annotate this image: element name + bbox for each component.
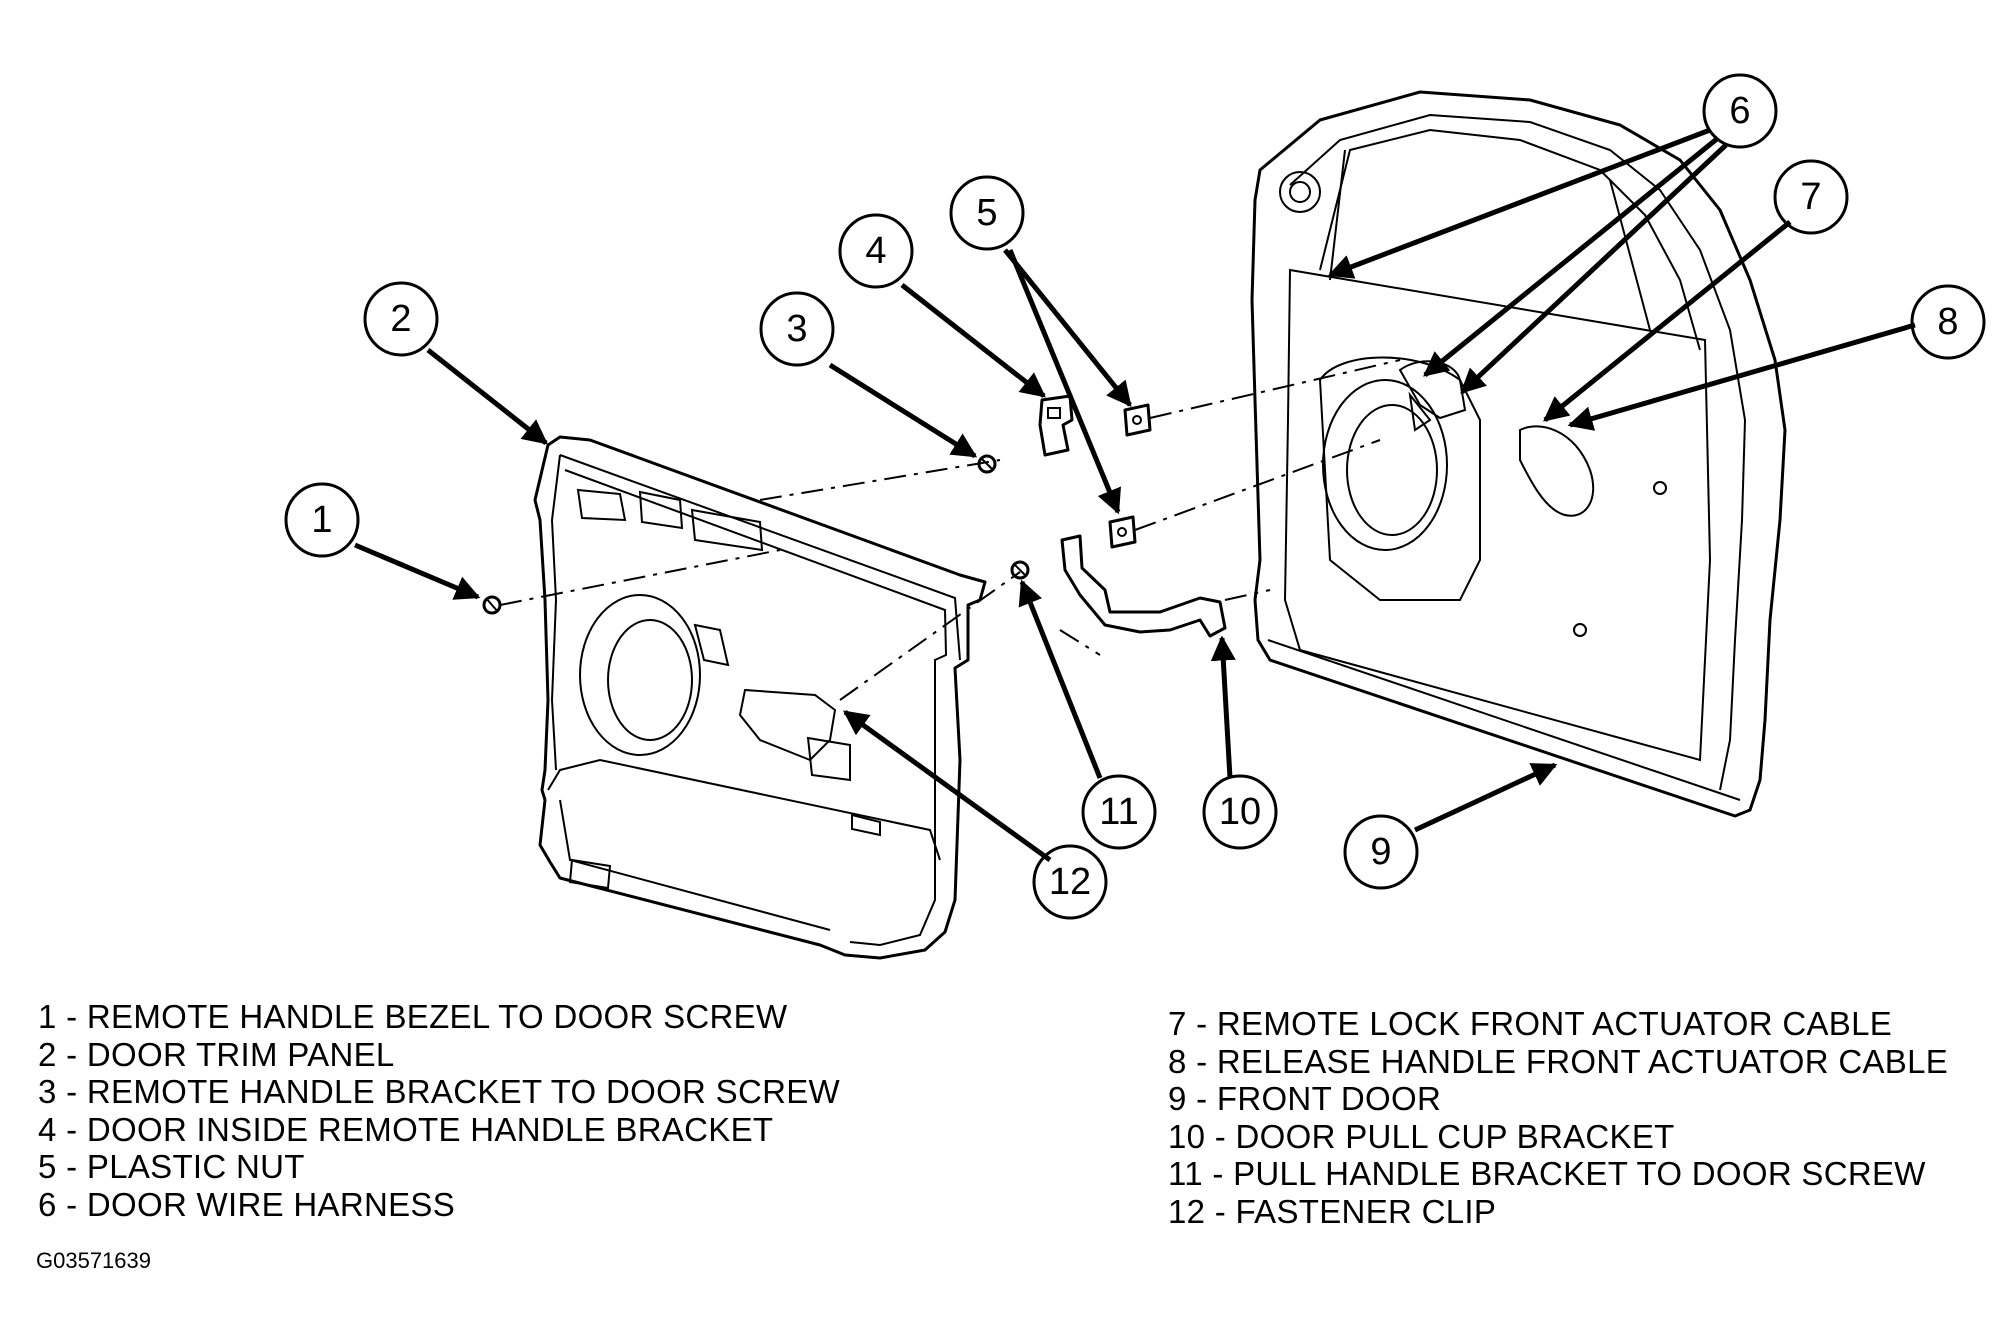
callout-12-label: 12 — [1049, 861, 1091, 903]
callout-9-label: 9 — [1370, 831, 1391, 873]
callout-11-label: 11 — [1099, 791, 1138, 833]
plastic-nut-lower — [1108, 515, 1137, 549]
callout-7-label: 7 — [1800, 176, 1821, 218]
legend-item-4: 4 - DOOR INSIDE REMOTE HANDLE BRACKET — [38, 1110, 774, 1148]
legend-item-5: 5 - PLASTIC NUT — [38, 1148, 305, 1185]
callout-4-label: 4 — [865, 230, 886, 272]
bezel-screw — [482, 595, 502, 615]
callout-10-label: 10 — [1219, 791, 1261, 833]
callout-2: 2 — [363, 281, 439, 357]
callout-8-label: 8 — [1937, 301, 1958, 343]
legend-item-1: 1 - REMOTE HANDLE BEZEL TO DOOR SCREW — [38, 998, 788, 1035]
legend-item-10: 10 - DOOR PULL CUP BRACKET — [1168, 1117, 1675, 1155]
legend-left: 1 - REMOTE HANDLE BEZEL TO DOOR SCREW 2 … — [38, 998, 840, 1223]
callout-10: 10 — [1202, 774, 1278, 850]
legend-item-7: 7 - REMOTE LOCK FRONT ACTUATOR CABLE — [1168, 1005, 1893, 1042]
legend-item-6: 6 - DOOR WIRE HARNESS — [38, 1185, 456, 1223]
callout-1-label: 1 — [311, 499, 332, 541]
pull-handle-screw — [1010, 560, 1030, 580]
door-trim-panel — [533, 435, 987, 960]
legend-item-9: 9 - FRONT DOOR — [1168, 1080, 1442, 1117]
figure-id: G03571639 — [36, 1248, 151, 1273]
callout-1: 1 — [284, 482, 360, 558]
callout-6: 6 — [1702, 73, 1778, 149]
callout-3: 3 — [759, 291, 835, 367]
legend-item-8: 8 - RELEASE HANDLE FRONT ACTUATOR CABLE — [1168, 1042, 1949, 1080]
alignment-lines — [499, 359, 1401, 701]
callout-8: 8 — [1910, 284, 1986, 360]
callout-12: 12 — [1032, 844, 1108, 920]
legend-right: 7 - REMOTE LOCK FRONT ACTUATOR CABLE 8 -… — [1168, 1005, 1948, 1230]
pull-cup-bracket — [1060, 534, 1227, 638]
legend-item-12: 12 - FASTENER CLIP — [1168, 1192, 1497, 1230]
legend-item-3: 3 - REMOTE HANDLE BRACKET TO DOOR SCREW — [38, 1073, 840, 1110]
callout-11: 11 — [1081, 774, 1157, 850]
callout-5: 5 — [949, 175, 1025, 251]
plastic-nut-upper — [1123, 403, 1152, 437]
callout-4: 4 — [838, 213, 914, 289]
remote-handle-bracket — [1038, 394, 1074, 457]
legend-item-11: 11 - PULL HANDLE BRACKET TO DOOR SCREW — [1168, 1155, 1926, 1192]
callout-6-label: 6 — [1729, 90, 1750, 132]
callout-5-label: 5 — [976, 192, 997, 234]
callout-3-label: 3 — [786, 308, 807, 350]
callout-7: 7 — [1773, 159, 1849, 235]
callout-2-label: 2 — [390, 298, 411, 340]
callout-9: 9 — [1343, 814, 1419, 890]
leader-arrows — [354, 127, 1916, 863]
legend-item-2: 2 - DOOR TRIM PANEL — [38, 1035, 395, 1073]
